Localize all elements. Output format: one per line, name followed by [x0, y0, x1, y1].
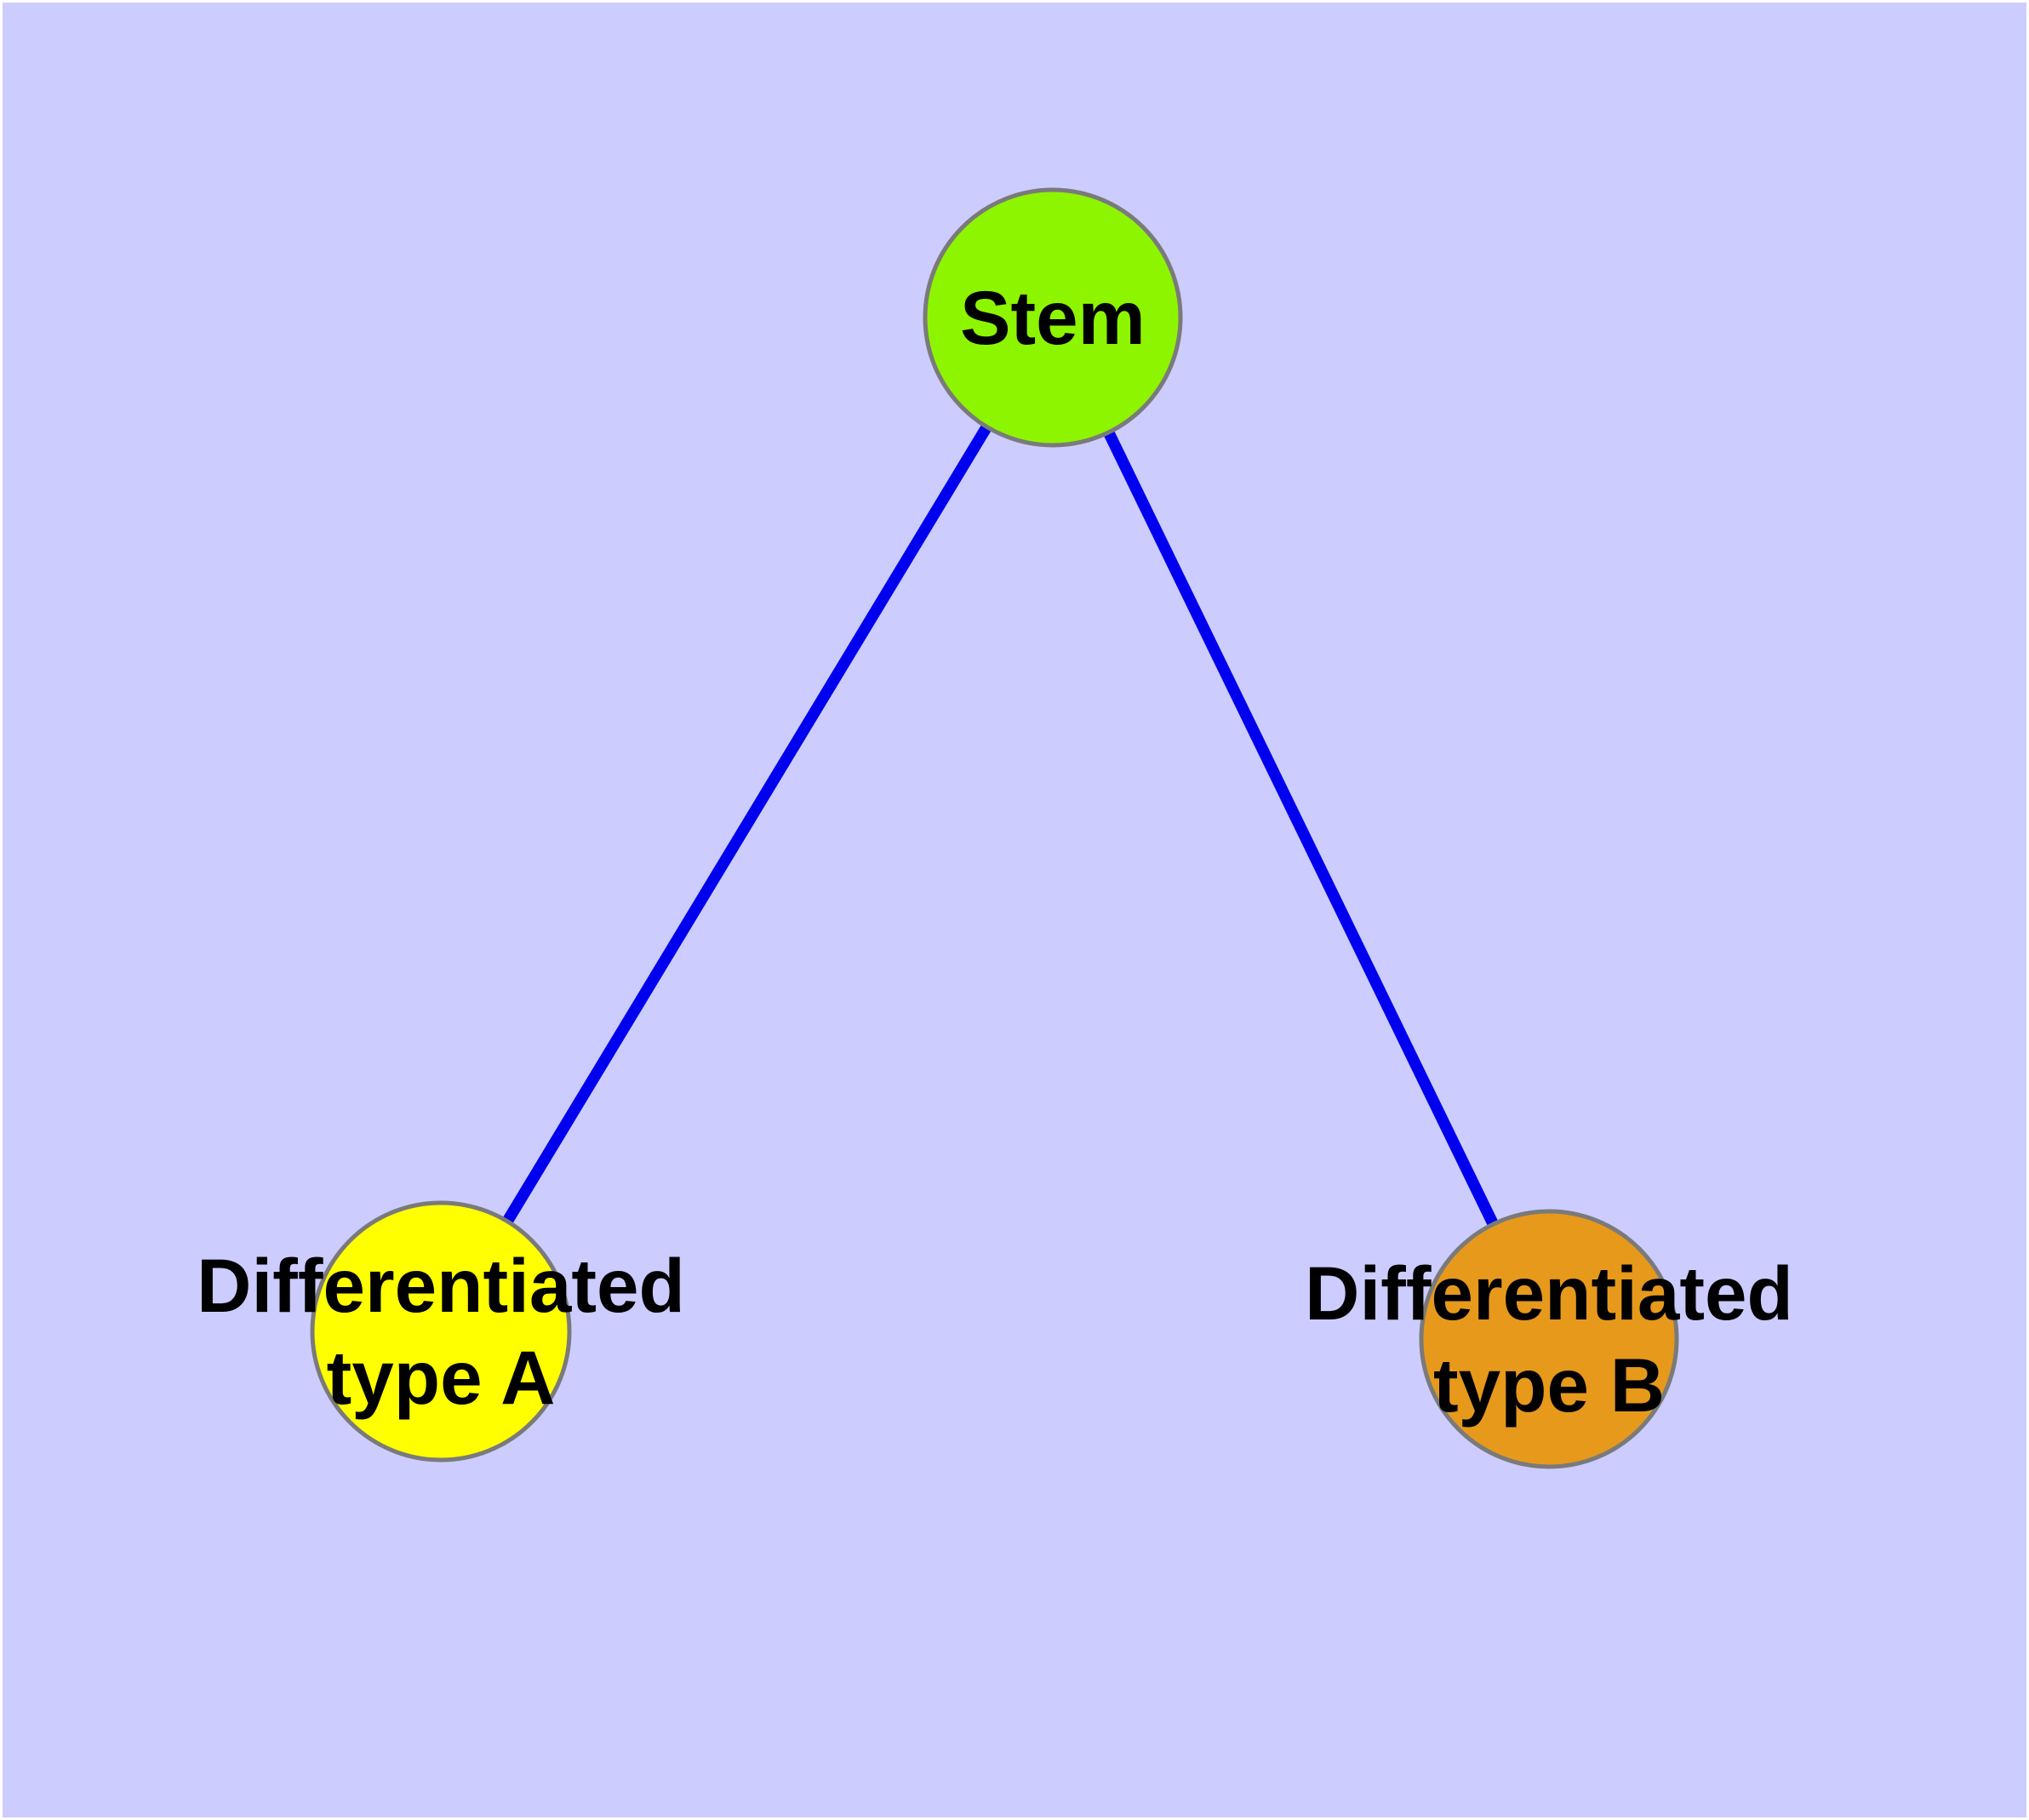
type-a-node-circle[interactable] [310, 1200, 572, 1462]
type-b-node-circle[interactable] [1419, 1209, 1679, 1469]
stem-label-text: Stem [960, 275, 1146, 360]
type-a-node-label: Differentiated type A [197, 1239, 685, 1423]
edge-stem-to-type-b [1047, 315, 1555, 1342]
type-a-label-line-2: type A [326, 1335, 556, 1420]
stem-node-circle[interactable] [923, 187, 1183, 448]
type-b-node-label: Differentiated type B [1305, 1247, 1793, 1431]
type-b-label-line-1: Differentiated [1305, 1251, 1793, 1336]
stem-node-label: Stem [960, 272, 1146, 363]
type-b-label-line-2: type B [1432, 1342, 1665, 1428]
edge-stem-to-type-a [436, 314, 1058, 1335]
type-a-label-line-1: Differentiated [197, 1243, 685, 1328]
